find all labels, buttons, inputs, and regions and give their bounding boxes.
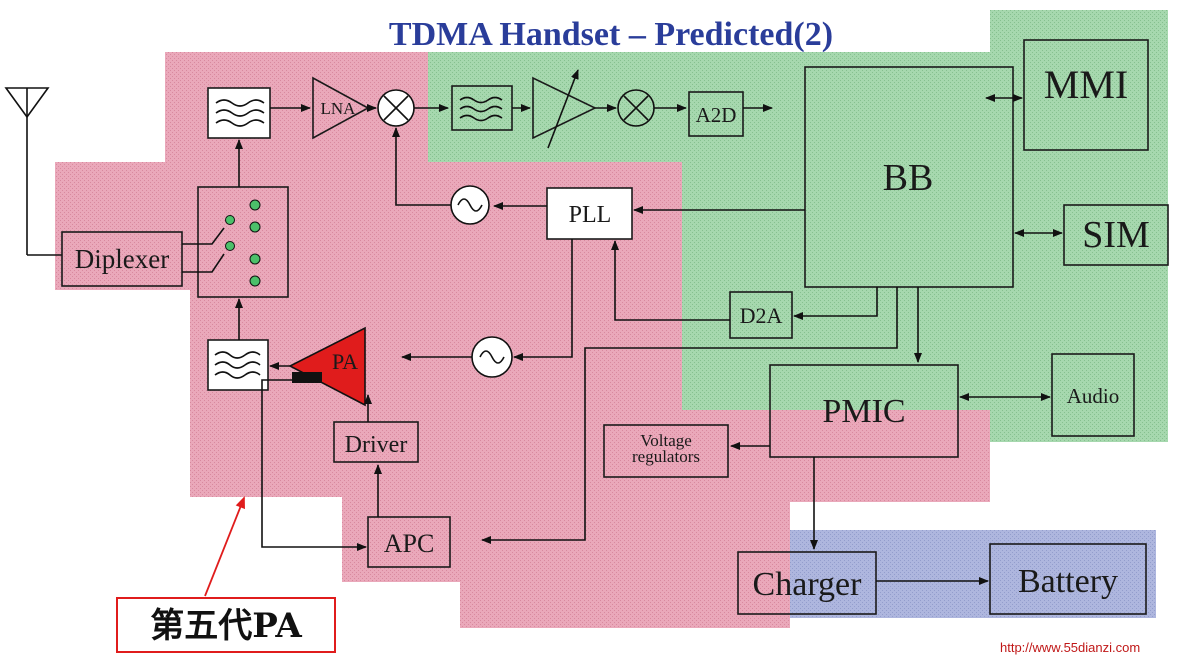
baseband-block: BB bbox=[804, 66, 1014, 288]
oscillator-icon bbox=[450, 185, 490, 225]
voltage-regulators-block: Voltage regulators bbox=[603, 424, 729, 478]
sim-label: SIM bbox=[1082, 214, 1150, 256]
green-baseband-region bbox=[428, 10, 1168, 442]
pa-label: PA bbox=[332, 349, 358, 374]
mmi-label: MMI bbox=[1044, 62, 1128, 107]
pa-amplifier: PA bbox=[288, 326, 366, 407]
apc-label: APC bbox=[384, 529, 435, 558]
driver-label: Driver bbox=[345, 432, 408, 458]
caption-box: 第五代PA bbox=[116, 597, 336, 653]
lna-label: LNA bbox=[321, 99, 357, 118]
apc-block: APC bbox=[367, 516, 451, 568]
mmi-block: MMI bbox=[1023, 39, 1149, 151]
driver-block: Driver bbox=[333, 421, 419, 463]
pmic-label: PMIC bbox=[822, 393, 905, 430]
charger-block: Charger bbox=[737, 551, 877, 615]
diplexer-label: Diplexer bbox=[75, 244, 169, 274]
pmic-block: PMIC bbox=[769, 364, 959, 458]
a2d-label: A2D bbox=[696, 103, 737, 127]
charger-label: Charger bbox=[753, 566, 863, 603]
d2a-label: D2A bbox=[740, 303, 783, 328]
caption-label: 第五代PA bbox=[150, 606, 302, 646]
battery-block: Battery bbox=[989, 543, 1147, 615]
oscillator-icon bbox=[471, 336, 513, 378]
diplexer-block: Diplexer bbox=[61, 231, 183, 287]
lna-amplifier: LNA bbox=[312, 76, 370, 140]
d2a-block: D2A bbox=[729, 291, 793, 339]
pll-label: PLL bbox=[569, 202, 612, 228]
variable-gain-amplifier-icon bbox=[532, 69, 597, 149]
filter-icon bbox=[207, 87, 271, 139]
filter-icon bbox=[451, 85, 513, 131]
voltage-regulators-label-line2: regulators bbox=[632, 447, 700, 466]
antenna-icon bbox=[4, 87, 62, 256]
sim-block: SIM bbox=[1063, 204, 1169, 266]
voltage-regulators-label-line1: Voltage bbox=[640, 431, 692, 450]
mixer-icon bbox=[377, 89, 415, 127]
audio-label: Audio bbox=[1067, 384, 1120, 408]
pll-block: PLL bbox=[546, 187, 633, 240]
bb-label: BB bbox=[883, 157, 934, 199]
filter-icon bbox=[207, 339, 269, 391]
diagram-title: TDMA Handset – Predicted(2) bbox=[389, 16, 833, 53]
a2d-block: A2D bbox=[688, 91, 744, 137]
audio-block: Audio bbox=[1051, 353, 1135, 437]
caption-pointer-arrow bbox=[204, 496, 245, 597]
watermark: http://www.55dianzi.com bbox=[1000, 640, 1140, 655]
switch-icon bbox=[182, 186, 289, 298]
battery-label: Battery bbox=[1018, 563, 1118, 600]
